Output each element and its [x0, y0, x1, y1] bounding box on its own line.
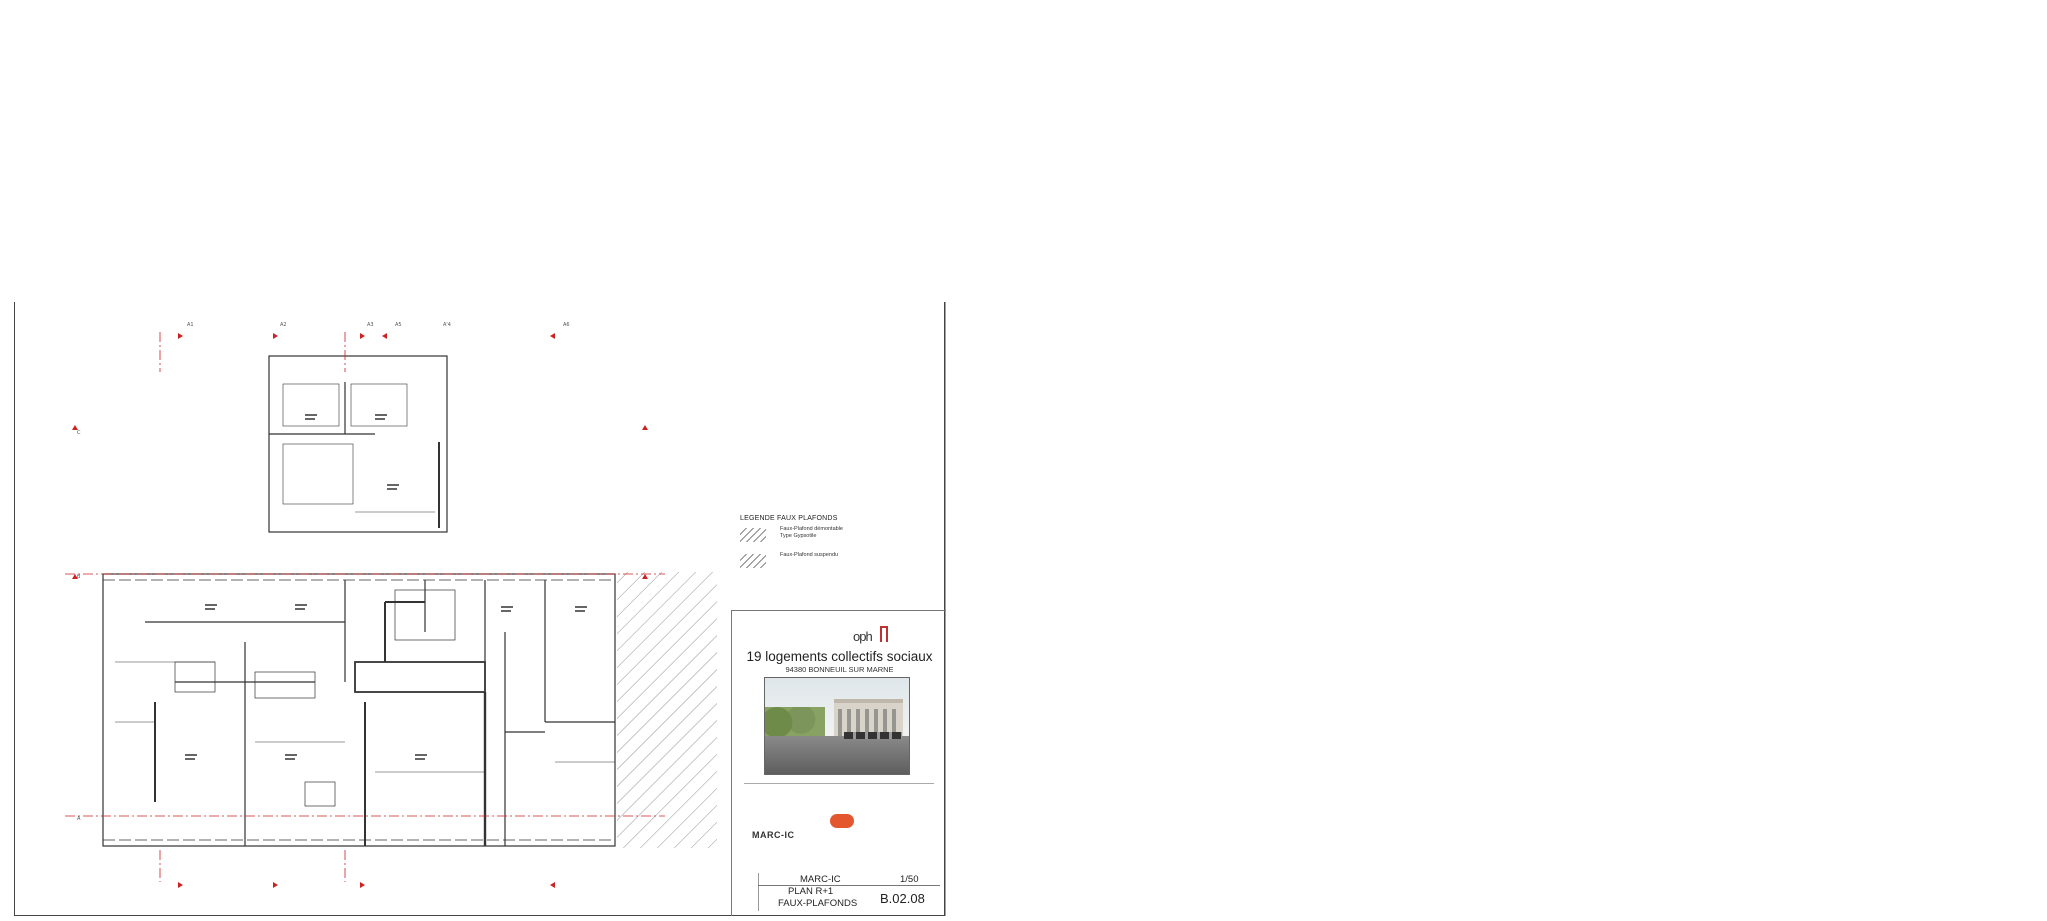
legend-item-label: Faux-Plafond suspendu: [780, 552, 839, 558]
floor-plan: A1 A2 A3 A5 A'4 A6 B A C: [65, 302, 946, 916]
legend-item: Faux-Plafond démontable Type Gypsotile: [740, 526, 920, 548]
phase-label: MARC-IC: [800, 874, 841, 885]
drawing-sheet: A1 A2 A3 A5 A'4 A6 B A C: [14, 302, 946, 916]
drawing-title-line2: FAUX-PLAFONDS: [778, 898, 858, 909]
drawing-cartouche: MARC-IC 1/50 PLAN R+1 FAUX-PLAFONDS B.02…: [740, 873, 940, 911]
drawing-title-line1: PLAN R+1: [788, 886, 834, 897]
engineering-logo-icon: [830, 814, 854, 828]
project-title: 19 logements collectifs sociaux: [746, 649, 933, 664]
scale-label: 1/50: [900, 874, 919, 885]
project-address: 94380 BONNEUIL SUR MARNE: [785, 665, 894, 674]
title-block-header: oph: [742, 621, 932, 644]
svg-text:A: A: [77, 816, 81, 822]
svg-text:A3: A3: [367, 322, 374, 328]
title-block: oph 19 logements collectifs sociaux 9438…: [731, 610, 946, 916]
svg-text:A'4: A'4: [443, 322, 451, 328]
legend-title: LEGENDE FAUX PLAFONDS: [740, 515, 838, 522]
project-photo: [764, 677, 910, 775]
svg-text:B: B: [77, 574, 81, 580]
legend-item: Faux-Plafond suspendu: [740, 552, 920, 574]
drawing-number: B.02.08: [880, 891, 925, 906]
architect-logo: MARC-IC: [752, 830, 795, 840]
title-block-credits: MARC-IC: [744, 783, 934, 844]
svg-text:A5: A5: [395, 322, 402, 328]
hatch-swatch-icon: [740, 554, 766, 568]
legend-item-label: Faux-Plafond démontable: [780, 526, 843, 532]
svg-text:A6: A6: [563, 322, 570, 328]
client-logo: oph: [853, 629, 873, 644]
ceiling-legend: LEGENDE FAUX PLAFONDS Faux-Plafond démon…: [740, 515, 920, 574]
legend-item-sublabel: Type Gypsotile: [780, 533, 817, 539]
svg-text:C: C: [77, 430, 81, 436]
hatch-swatch-icon: [740, 528, 766, 542]
svg-text:A1: A1: [187, 322, 194, 328]
client-logo-mark-icon: [880, 626, 888, 642]
svg-text:A2: A2: [280, 322, 287, 328]
